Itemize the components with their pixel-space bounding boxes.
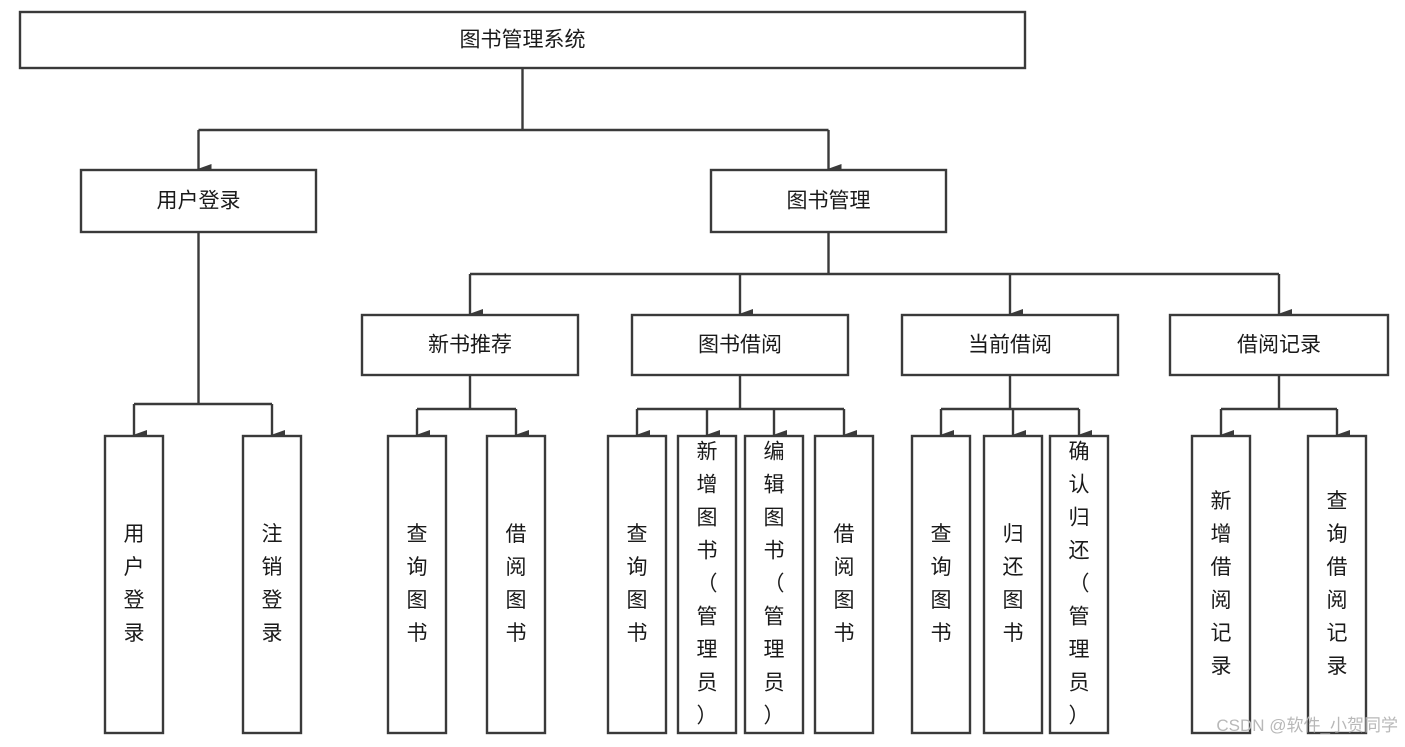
node-box-leaf-return-book (982, 434, 1044, 735)
node-leaf-query-book-rec[interactable]: 查询图书 (386, 434, 448, 735)
connectors-from-current-borrow (939, 375, 1092, 440)
node-box-leaf-query-book-borrow (606, 434, 668, 735)
node-root[interactable]: 图书管理系统 (18, 10, 1027, 70)
node-box-book-borrow (630, 313, 850, 377)
connectors-from-book-borrow (635, 375, 857, 440)
node-label-book-borrow: 图书借阅 (698, 334, 782, 357)
node-leaf-confirm-return[interactable]: 确认归还（管理员） (1048, 434, 1110, 735)
node-user-login[interactable]: 用户登录 (79, 168, 318, 234)
node-book-manage[interactable]: 图书管理 (709, 168, 948, 234)
node-label-leaf-query-record: 查询借阅记录 (1327, 490, 1348, 678)
node-new-book-recommend[interactable]: 新书推荐 (360, 313, 580, 377)
connectors-from-borrow-record (1219, 375, 1350, 440)
node-label-user-login: 用户登录 (157, 190, 241, 213)
node-layer: 图书管理系统用户登录图书管理新书推荐图书借阅当前借阅借阅记录用户登录注销登录查询… (18, 10, 1390, 735)
node-leaf-logout[interactable]: 注销登录 (241, 434, 303, 735)
node-box-leaf-confirm-return (1048, 434, 1110, 735)
node-label-current-borrow: 当前借阅 (968, 334, 1052, 357)
node-leaf-add-book[interactable]: 新增图书（管理员） (676, 434, 738, 735)
node-current-borrow[interactable]: 当前借阅 (900, 313, 1120, 377)
connector-layer (132, 68, 1350, 440)
node-box-leaf-borrow-book (813, 434, 875, 735)
node-leaf-query-book-borrow[interactable]: 查询图书 (606, 434, 668, 735)
node-box-leaf-user-login (103, 434, 165, 735)
node-label-leaf-query-book-borrow: 查询图书 (627, 523, 648, 645)
node-leaf-user-login[interactable]: 用户登录 (103, 434, 165, 735)
node-label-leaf-query-book-rec: 查询图书 (407, 523, 428, 645)
node-box-new-book-recommend (360, 313, 580, 377)
node-box-leaf-add-book (676, 434, 738, 735)
node-label-leaf-add-record: 新增借阅记录 (1211, 490, 1232, 678)
csdn-watermark: CSDN @软件_小贺同学 (1216, 716, 1398, 735)
node-label-leaf-logout: 注销登录 (262, 523, 283, 645)
node-label-leaf-add-book: 新增图书（管理员） (697, 440, 718, 727)
node-box-leaf-query-record (1306, 434, 1368, 735)
node-leaf-query-book-cur[interactable]: 查询图书 (910, 434, 972, 735)
node-label-leaf-edit-book: 编辑图书（管理员） (764, 440, 785, 727)
node-book-borrow[interactable]: 图书借阅 (630, 313, 850, 377)
node-label-leaf-user-login: 用户登录 (124, 523, 145, 645)
node-box-leaf-query-book-cur (910, 434, 972, 735)
connectors-from-user-login (132, 232, 285, 440)
node-leaf-edit-book[interactable]: 编辑图书（管理员） (743, 434, 805, 735)
node-box-root (18, 10, 1027, 70)
node-box-leaf-add-record (1190, 434, 1252, 735)
node-leaf-return-book[interactable]: 归还图书 (982, 434, 1044, 735)
node-box-leaf-edit-book (743, 434, 805, 735)
node-label-leaf-return-book: 归还图书 (1003, 523, 1024, 645)
node-label-book-manage: 图书管理 (787, 190, 871, 213)
node-leaf-add-record[interactable]: 新增借阅记录 (1190, 434, 1252, 735)
node-label-leaf-confirm-return: 确认归还（管理员） (1069, 440, 1090, 727)
node-label-root: 图书管理系统 (460, 29, 586, 52)
node-label-leaf-borrow-book: 借阅图书 (834, 523, 855, 645)
node-leaf-borrow-book-rec[interactable]: 借阅图书 (485, 434, 547, 735)
node-box-user-login (79, 168, 318, 234)
node-label-borrow-record: 借阅记录 (1237, 334, 1321, 357)
connectors-from-book-manage (468, 232, 1292, 319)
node-box-leaf-borrow-book-rec (485, 434, 547, 735)
node-borrow-record[interactable]: 借阅记录 (1168, 313, 1390, 377)
node-label-new-book-recommend: 新书推荐 (428, 334, 512, 357)
node-label-leaf-query-book-cur: 查询图书 (931, 523, 952, 645)
node-box-current-borrow (900, 313, 1120, 377)
node-box-borrow-record (1168, 313, 1390, 377)
node-leaf-query-record[interactable]: 查询借阅记录 (1306, 434, 1368, 735)
connectors-from-new-book-recommend (415, 375, 529, 440)
node-box-leaf-logout (241, 434, 303, 735)
connectors-from-root (197, 68, 842, 174)
node-label-leaf-borrow-book-rec: 借阅图书 (506, 523, 527, 645)
node-box-leaf-query-book-rec (386, 434, 448, 735)
node-leaf-borrow-book[interactable]: 借阅图书 (813, 434, 875, 735)
node-box-book-manage (709, 168, 948, 234)
